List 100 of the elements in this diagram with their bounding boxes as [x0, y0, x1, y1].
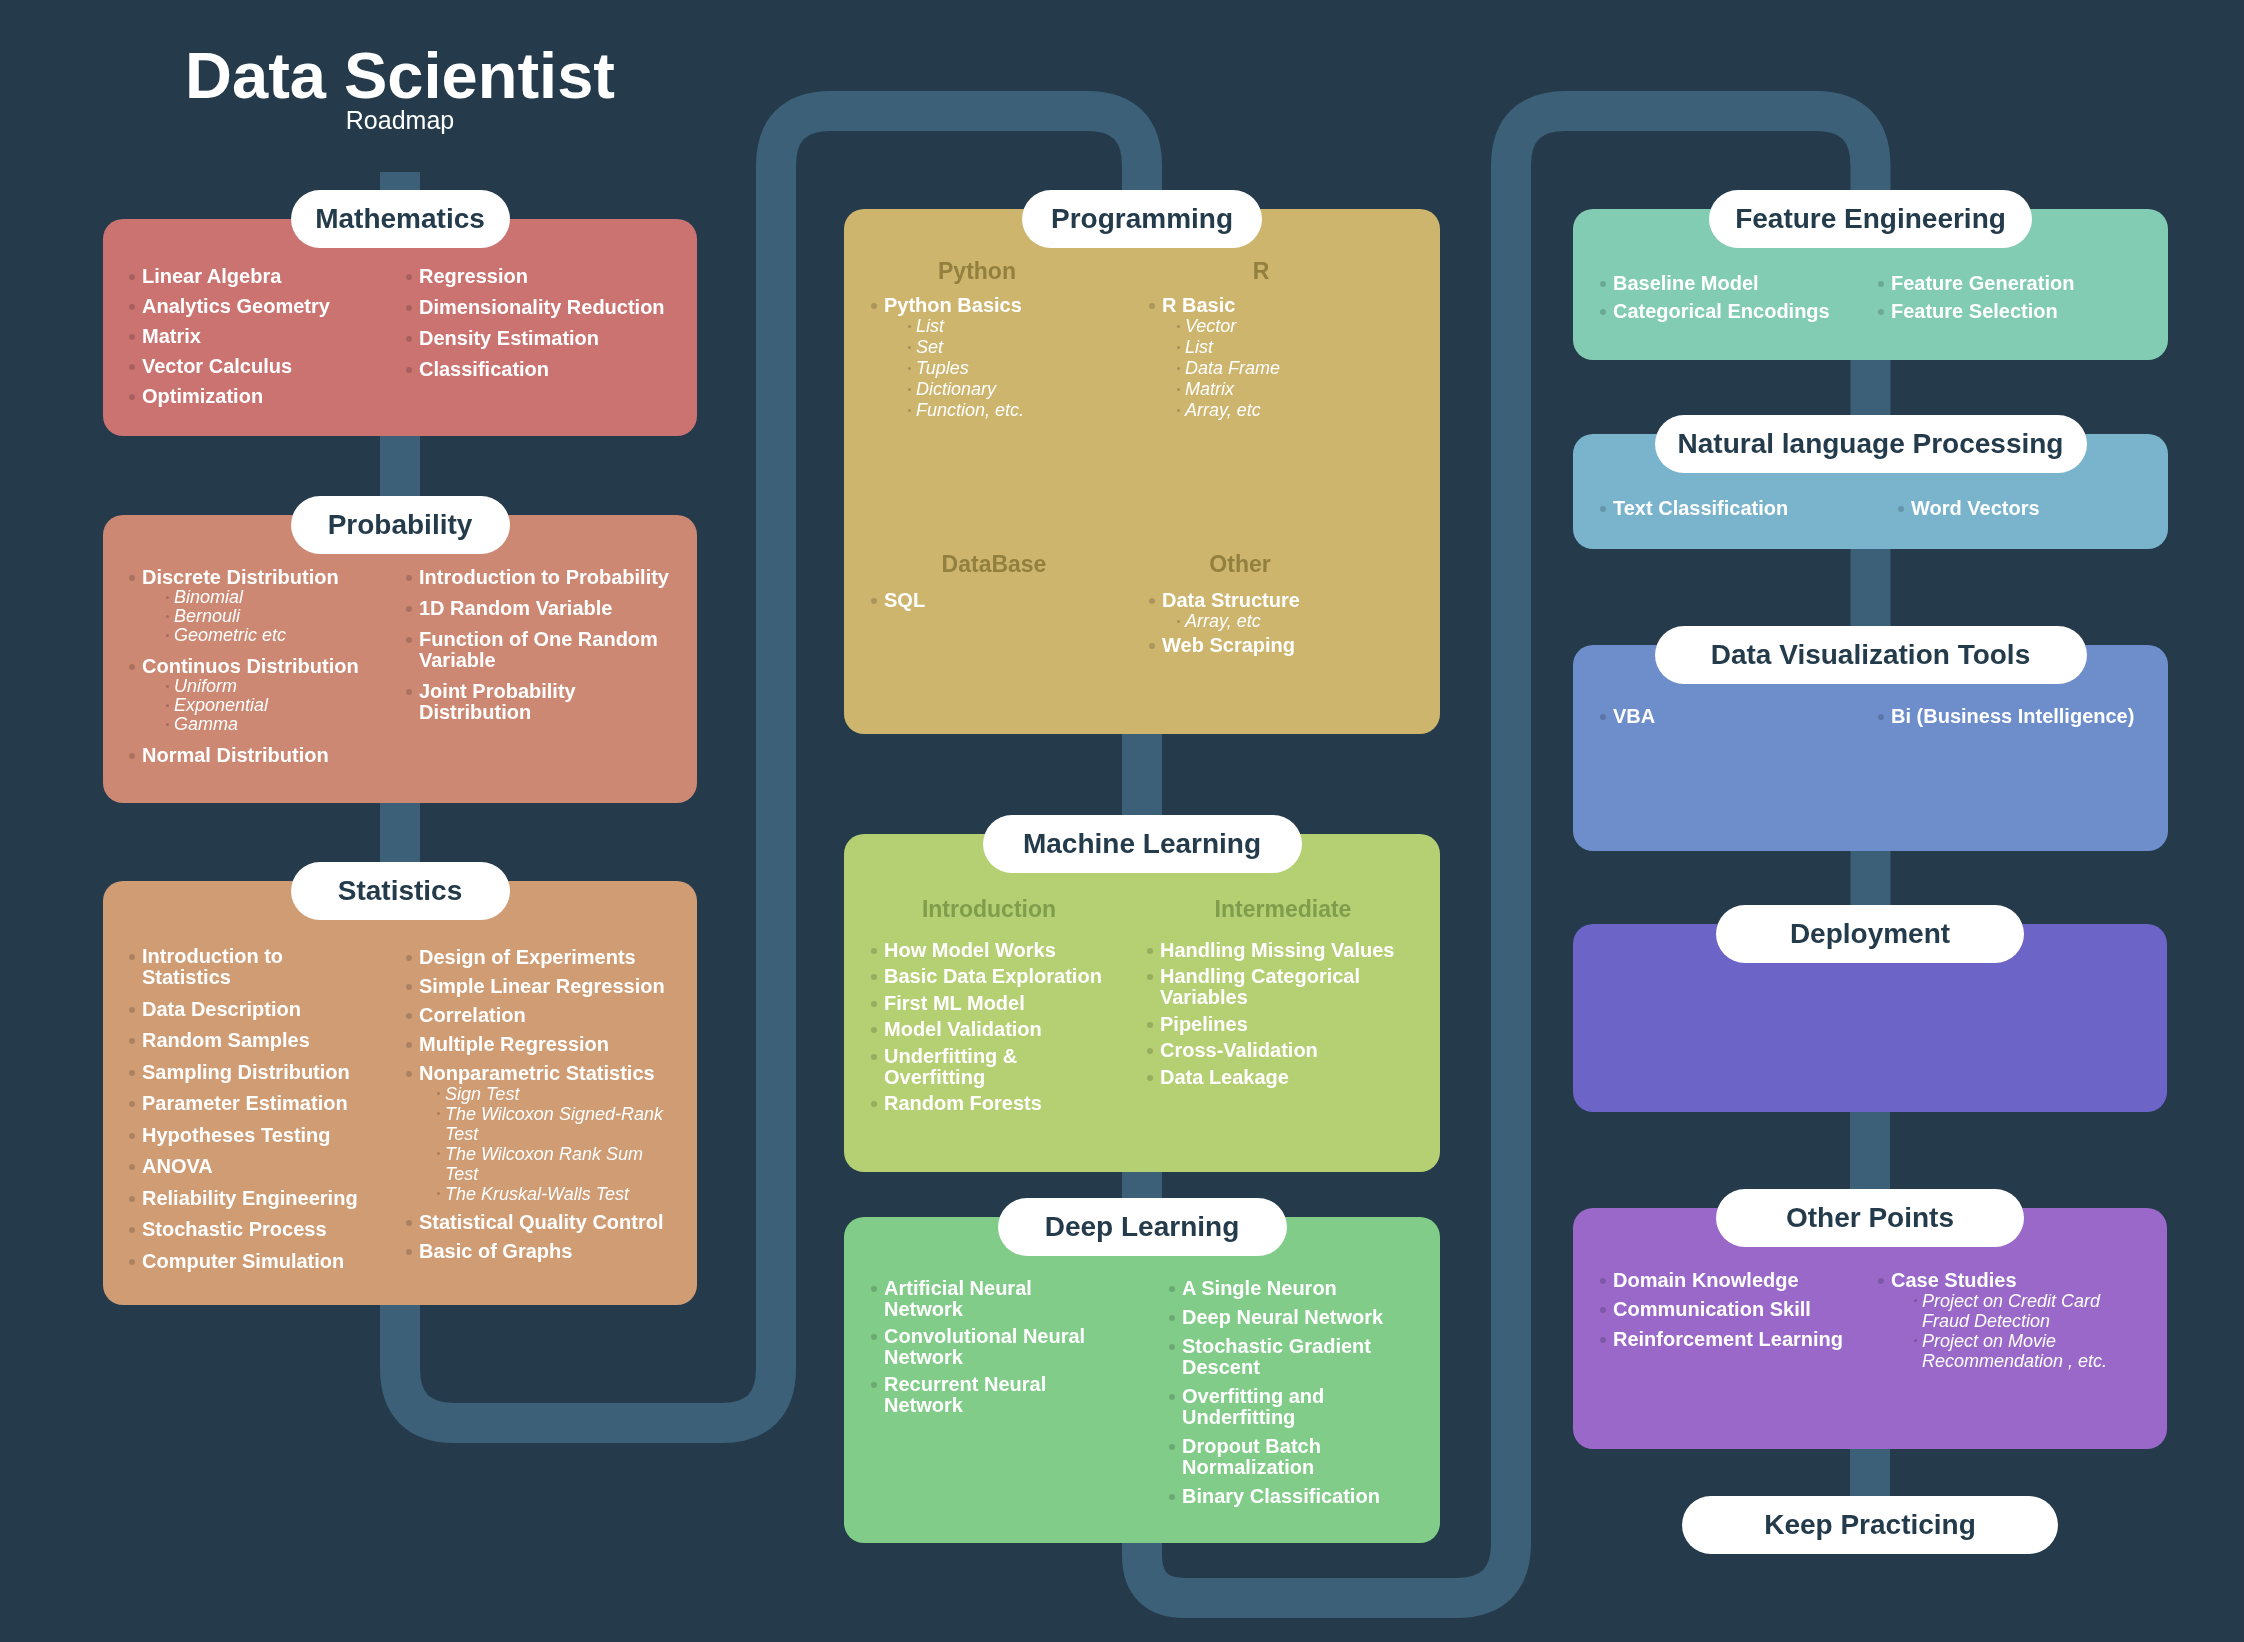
subtopic-item: Array, etc	[1177, 399, 1261, 421]
subtopic-item: Tuples	[908, 357, 969, 379]
section-panel	[844, 1198, 1440, 1543]
section-title: Deep Learning	[997, 1198, 1287, 1256]
topic-item: Introduction to Statistics	[128, 946, 368, 988]
subtitle: Roadmap	[345, 107, 455, 135]
topic-item: Communication Skill	[1599, 1299, 1811, 1320]
topic-item: Random Samples	[128, 1030, 310, 1051]
section-panel	[1573, 415, 2168, 549]
topic-item: Data Leakage	[1146, 1066, 1289, 1088]
column-heading: Python	[938, 258, 1016, 284]
subtopic-item: Dictionary	[908, 378, 997, 400]
road-path	[1850, 1112, 1890, 1189]
topic-item: Categorical Encodings	[1599, 300, 1830, 322]
topic-item: Underfitting & Overfitting	[870, 1045, 1108, 1088]
topic-item: Hypotheses Testing	[128, 1124, 331, 1146]
topic-item: 1D Random Variable	[405, 597, 613, 619]
topic-item: Joint Probability Distribution	[405, 680, 690, 723]
road-path	[1850, 851, 1891, 905]
topic-item: Vector Calculus	[128, 355, 293, 377]
topic-item: Pipelines	[1146, 1013, 1248, 1035]
subtopic-item: The Wilcoxon Rank Sum Test	[437, 1143, 680, 1184]
topic-item: Basic Data Exploration	[870, 966, 1102, 987]
subtopic-item: Matrix	[1177, 378, 1234, 400]
section-panel	[1573, 626, 2168, 851]
section-title: Programming	[1022, 190, 1262, 248]
column-heading: Other	[1209, 551, 1271, 577]
subtopic-item: Binomial	[166, 587, 244, 607]
subtopic-item: Data Frame	[1177, 357, 1281, 379]
topic-item: Analytics Geometry	[128, 295, 330, 317]
road-path	[380, 172, 420, 190]
topic-item: Matrix	[128, 325, 201, 347]
topic-item: First ML Model	[870, 992, 1025, 1014]
topic-item: Discrete Distribution	[128, 566, 339, 588]
section-title: Deployment	[1716, 905, 2024, 963]
subtopic-item: Sign Test	[437, 1083, 520, 1104]
section-title: Natural language Processing	[1654, 415, 2087, 473]
subtopic-item: Geometric etc	[166, 625, 287, 645]
topic-item: ANOVA	[128, 1156, 213, 1177]
road-path	[380, 803, 420, 862]
topic-item: Feature Generation	[1877, 272, 2075, 294]
road-path	[1122, 91, 1891, 1618]
section-title: Mathematics	[290, 190, 510, 248]
topic-item: Basic of Graphs	[405, 1240, 573, 1262]
section-panel	[844, 815, 1440, 1172]
column-heading: R	[1252, 258, 1270, 284]
section-panel	[103, 862, 697, 1305]
topic-item: Data Description	[128, 998, 301, 1020]
topic-item: Linear Algebra	[128, 265, 282, 287]
topic-item: Stochastic Process	[128, 1219, 327, 1240]
topic-item: Stochastic Gradient Descent	[1168, 1335, 1408, 1378]
topic-item: Binary Classification	[1168, 1485, 1380, 1507]
topic-item: Baseline Model	[1599, 272, 1759, 294]
section-panel	[844, 190, 1440, 734]
topic-item: Text Classification	[1599, 497, 1789, 519]
road-path	[1850, 549, 1891, 626]
section-panel	[1573, 905, 2167, 1112]
topic-item: Case Studies	[1877, 1269, 2017, 1291]
topic-item: Artificial Neural Network	[870, 1277, 1100, 1320]
topic-item: Design of Experiments	[405, 946, 636, 968]
section-title: Data Visualization Tools	[1654, 626, 2087, 684]
subtopic-item: Vector	[1177, 315, 1237, 337]
subtopic-item: List	[908, 315, 944, 337]
column-heading: DataBase	[941, 551, 1047, 577]
topic-item: Simple Linear Regression	[405, 975, 665, 997]
topic-item: Nonparametric Statistics	[405, 1062, 655, 1084]
topic-item: Word Vectors	[1897, 497, 2040, 519]
topic-item: Classification	[405, 358, 550, 380]
topic-item: Python Basics	[870, 294, 1022, 316]
topic-item: R Basic	[1148, 294, 1236, 316]
topic-item: Statistical Quality Control	[405, 1211, 664, 1233]
subtopic-item: Exponential	[166, 695, 269, 715]
topic-item: Continuos Distribution	[128, 655, 359, 677]
topic-item: Dimensionality Reduction	[405, 296, 665, 318]
topic-item: Web Scraping	[1148, 634, 1295, 656]
section-panel	[103, 496, 697, 803]
road-path	[380, 91, 1162, 1443]
topic-item: Overfitting and Underfitting	[1168, 1385, 1408, 1428]
road-path	[1850, 360, 1891, 415]
topic-item: Regression	[405, 265, 528, 287]
subtopic-item: The Kruskal-Walls Test	[437, 1183, 630, 1204]
road-path	[1122, 1172, 1162, 1198]
section-panel	[103, 190, 697, 436]
topic-item: Feature Selection	[1877, 300, 2058, 322]
topic-item: Cross-Validation	[1146, 1040, 1318, 1061]
subtopic-item: Function, etc.	[908, 399, 1025, 421]
topic-item: Sampling Distribution	[128, 1061, 350, 1083]
topic-item: Bi (Business Intelligence)	[1877, 705, 2135, 727]
topic-item: Convolutional Neural Network	[870, 1325, 1100, 1368]
topic-item: Correlation	[405, 1004, 526, 1026]
road-path	[1850, 1449, 1890, 1496]
subtopic-item: Array, etc	[1177, 610, 1261, 632]
topic-item: Reliability Engineering	[128, 1187, 358, 1209]
topic-item: Deep Neural Network	[1168, 1306, 1384, 1328]
topic-item: Function of One Random Variable	[405, 628, 690, 671]
subtopic-item: Project on Movie Recommendation , etc.	[1914, 1330, 2137, 1371]
road-path	[380, 436, 420, 496]
topic-item: Parameter Estimation	[128, 1093, 348, 1114]
section-title: Machine Learning	[982, 815, 1302, 873]
topic-item: Normal Distribution	[128, 744, 329, 766]
